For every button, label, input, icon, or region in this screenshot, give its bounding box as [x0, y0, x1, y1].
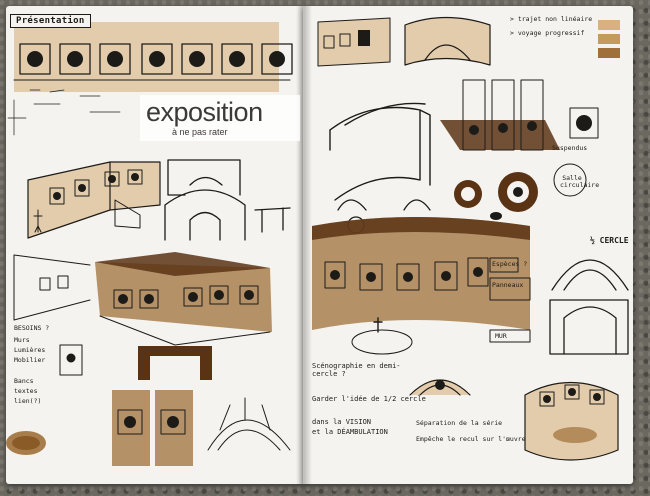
note-besoins: BESOINS ? [14, 324, 50, 332]
bottom-arc-vignette [409, 379, 471, 396]
floor-plan-sketches [164, 159, 291, 241]
side-wall-sketch [13, 254, 91, 321]
portal-sketch [138, 346, 212, 380]
label-suspendus: Suspendus [552, 144, 588, 152]
brown-gallery-perspective [95, 252, 272, 346]
note-garder-idee: Garder l'idée de 1/2 cercle [312, 395, 426, 403]
twin-panels [112, 390, 193, 466]
coffee-stain-center [12, 436, 40, 450]
semi-circle-gallery [312, 217, 530, 355]
framed-artwork-sketch [59, 344, 83, 376]
title-backdrop [140, 95, 300, 141]
exhibition-title: exposition [146, 97, 263, 127]
artwork-frieze [13, 43, 293, 81]
presentation-heading: Présentation [10, 14, 91, 28]
arc-plan-sketch [207, 397, 291, 451]
note-trajet: > trajet non linéaire [510, 15, 593, 23]
label-demi-cercle: ½ CERCLE [590, 236, 629, 245]
note-textes: textes [14, 387, 38, 395]
label-salle-circulaire: Salle circulaire [560, 174, 600, 190]
note-especes: Espèces ? [492, 260, 528, 268]
note-voyage: > voyage progressif [510, 29, 585, 37]
note-mur: MUR [495, 332, 507, 340]
half-circle-plans [549, 259, 629, 355]
circle-motifs [454, 163, 587, 220]
note-panneaux: Panneaux [492, 281, 524, 289]
exhibition-subtitle: à ne pas rater [172, 127, 228, 137]
color-swatches [598, 20, 620, 58]
note-mobilier: Mobilier [14, 356, 46, 364]
right-notes-boxes [489, 257, 531, 343]
note-vision: dans la VISION [312, 418, 372, 426]
note-murs: Murs [14, 336, 30, 344]
dimension-scribbles [7, 89, 121, 136]
note-lumieres: Lumières [14, 346, 46, 354]
label-scenographie: Scénographie en demi-cercle ? [312, 362, 401, 379]
note-deambulation: et la DÉAMBULATION [312, 428, 388, 436]
curved-wall-perspective [329, 102, 431, 201]
book-gutter [296, 6, 312, 484]
small-room-sketch [317, 17, 391, 67]
note-bancs: Bancs [14, 377, 34, 385]
curved-room-top [404, 16, 491, 66]
note-lien: lien(?) [14, 397, 42, 405]
circular-room-bottom [524, 382, 619, 461]
corridor-sketch [27, 161, 161, 239]
note-separation: Séparation de la série [416, 419, 503, 427]
suspended-panels [440, 79, 599, 151]
note-recul: Empêche le recul sur l'œuvre [416, 435, 526, 443]
